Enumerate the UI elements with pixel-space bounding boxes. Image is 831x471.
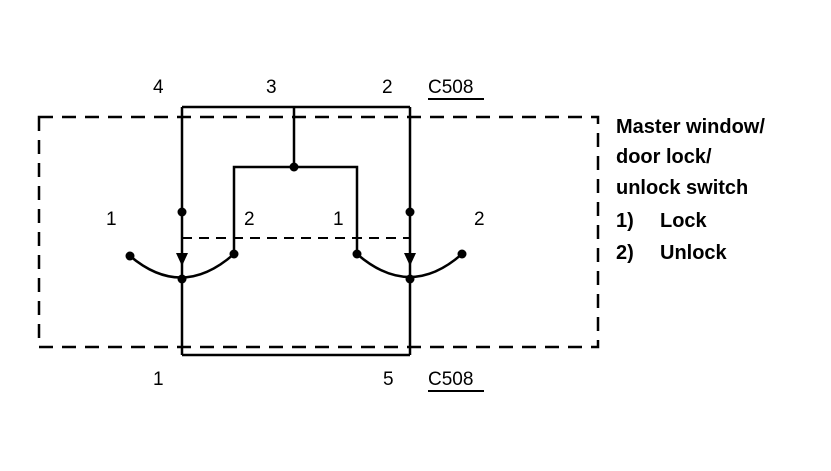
left-switch-arc: [129, 253, 235, 279]
pin-label: 5: [383, 369, 394, 390]
connector-label-top: C508: [428, 77, 473, 98]
legend-title-line: Master window/: [616, 116, 765, 138]
legend-item-num: 1): [616, 210, 634, 232]
legend-item-label: Lock: [660, 210, 708, 232]
position-label: 2: [474, 209, 485, 230]
right-arrow-icon: [404, 253, 416, 266]
pin-label: 1: [153, 369, 164, 390]
switch-component-outline: [37, 115, 600, 349]
left-arrow-icon: [176, 253, 188, 266]
right-switch-arc: [356, 253, 463, 279]
pin-label: 4: [153, 77, 164, 98]
right-upper-contact: [405, 207, 415, 217]
position-label: 2: [244, 209, 255, 230]
legend-title-line: door lock/: [616, 146, 712, 168]
junction-dot: [289, 162, 299, 172]
legend-item-label: Unlock: [660, 242, 728, 264]
legend-title-line: unlock switch: [616, 177, 748, 199]
legend-item-num: 2): [616, 242, 634, 264]
connector-label-bottom: C508: [428, 369, 473, 390]
pin-label: 3: [266, 77, 277, 98]
left-upper-contact: [177, 207, 187, 217]
pin-label: 2: [382, 77, 393, 98]
position-label: 1: [106, 209, 117, 230]
left-pivot: [177, 274, 187, 284]
position-label: 1: [333, 209, 344, 230]
